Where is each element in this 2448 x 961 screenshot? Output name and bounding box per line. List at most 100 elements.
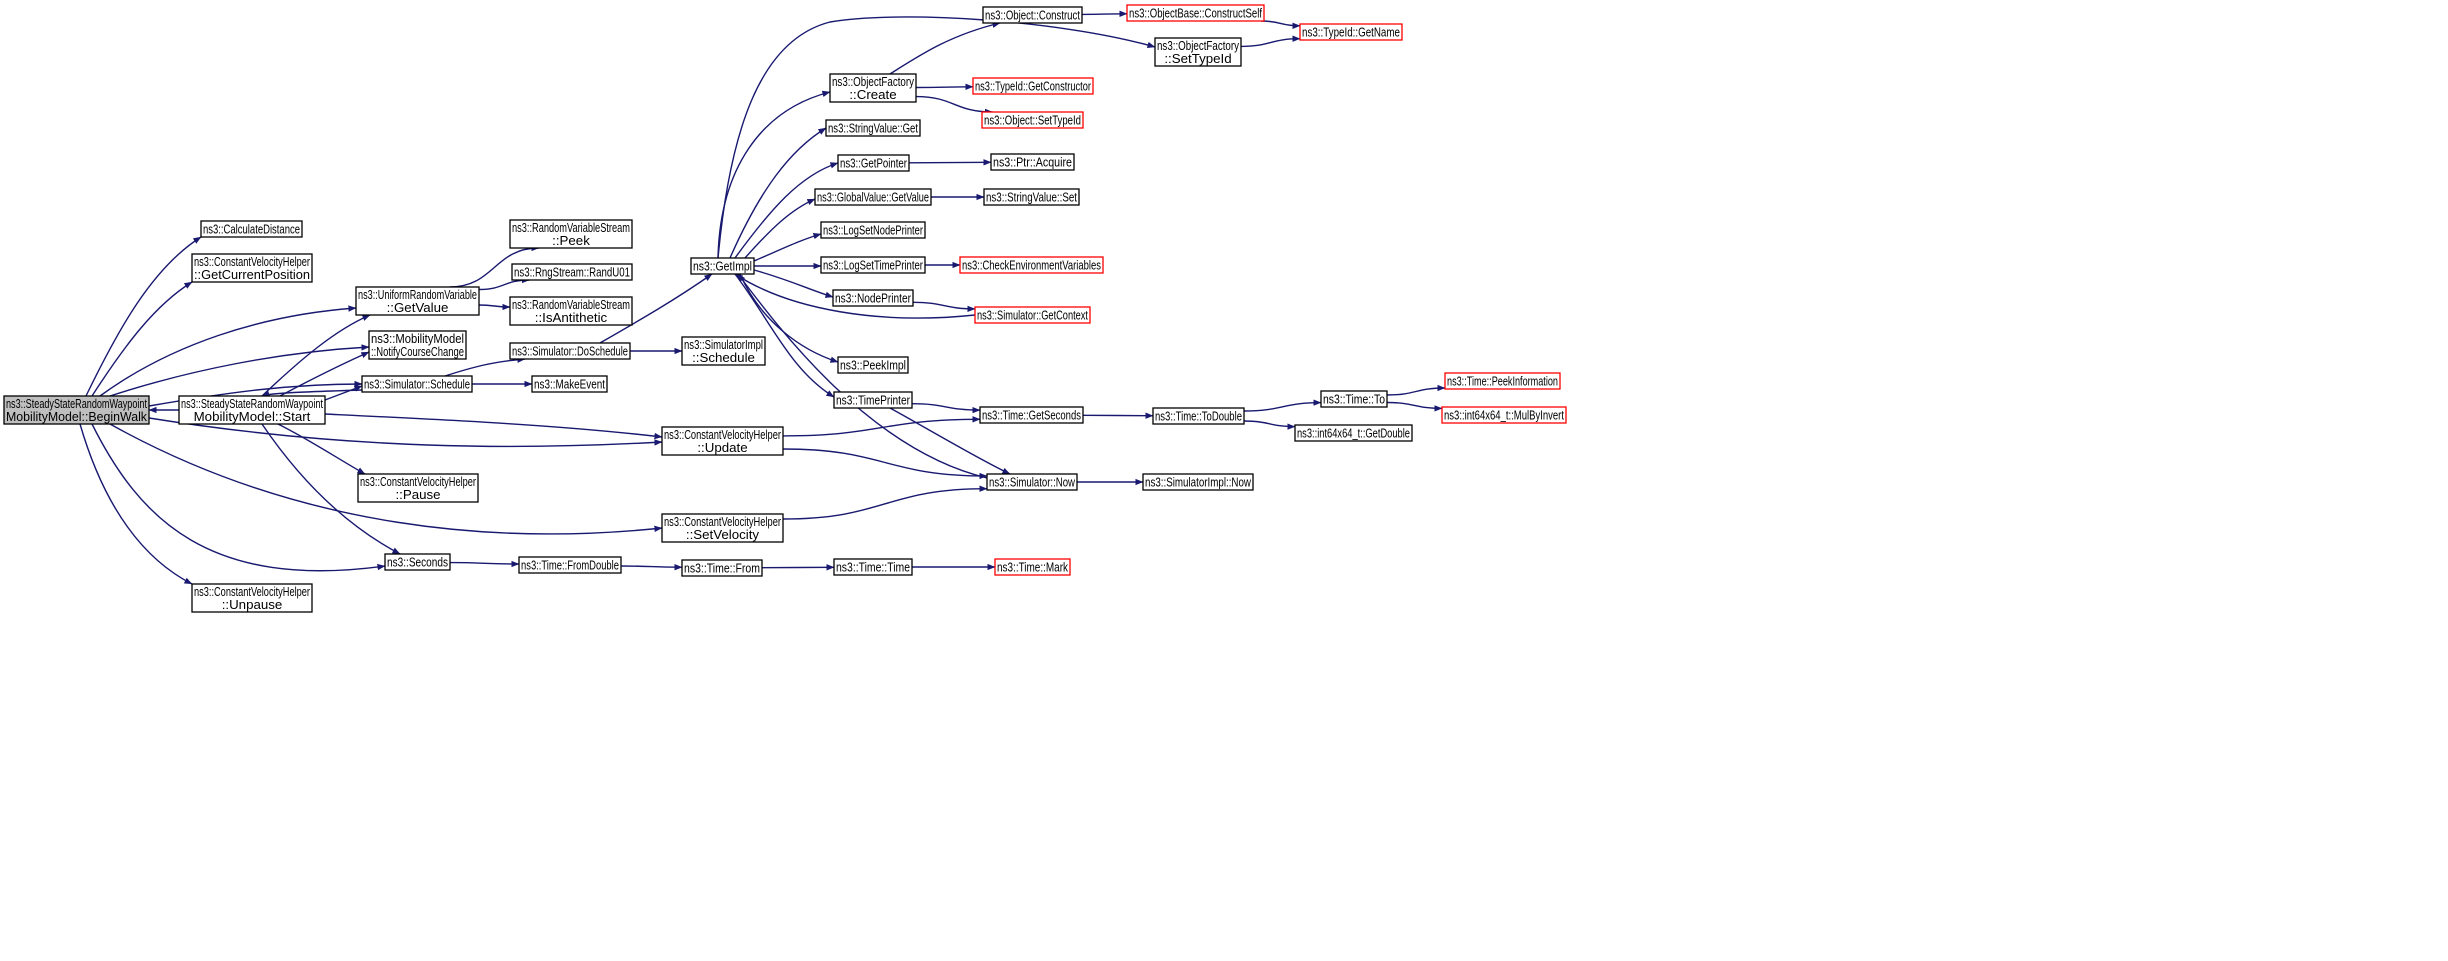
function-node-box xyxy=(829,73,917,103)
call-edge-urv_getvalue-to-rvs_peek xyxy=(449,244,540,288)
function-node-time_to[interactable]: ns3::Time::To xyxy=(1320,390,1388,408)
function-node-box xyxy=(1444,372,1561,390)
function-node-getimpl[interactable]: ns3::GetImpl xyxy=(690,257,755,275)
function-node-box xyxy=(357,473,479,503)
function-node-stringvalue_set[interactable]: ns3::StringValue::Set xyxy=(983,188,1080,206)
function-node-objfactory_create[interactable]: ns3::ObjectFactory::Create xyxy=(829,73,917,103)
call-edge-objfactory_create-to-object_settypeid xyxy=(915,95,993,116)
function-node-box xyxy=(1441,406,1567,424)
function-node-label: ns3::StringValue::Get xyxy=(828,121,918,136)
function-node-object_construct[interactable]: ns3::Object::Construct xyxy=(982,6,1083,24)
call-edge-time_fromdouble-to-time_from xyxy=(620,563,683,571)
call-edge-start-to-seconds xyxy=(261,423,401,555)
function-node-box xyxy=(974,306,1091,324)
function-node-logsettimeprinter[interactable]: ns3::LogSetTimePrinter xyxy=(820,256,926,274)
function-node-peekimpl[interactable]: ns3::PeekImpl xyxy=(837,356,909,374)
function-node-sim_getcontext[interactable]: ns3::Simulator::GetContext xyxy=(974,306,1091,324)
function-node-time_fromdouble[interactable]: ns3::Time::FromDouble xyxy=(518,556,622,574)
function-node-beginwalk[interactable]: ns3::SteadyStateRandomWaypointMobilityMo… xyxy=(3,395,150,425)
function-node-box xyxy=(1152,407,1245,425)
function-node-cvh_update[interactable]: ns3::ConstantVelocityHelper::Update xyxy=(661,426,784,456)
function-node-time_mark[interactable]: ns3::Time::Mark xyxy=(994,558,1071,576)
function-node-mm_notify[interactable]: ns3::MobilityModel::NotifyCourseChange xyxy=(368,330,467,360)
function-node-label: ns3::ConstantVelocityHelper xyxy=(664,427,781,442)
function-node-box xyxy=(981,111,1084,129)
call-edge-time_todouble-to-int64_getdouble xyxy=(1243,420,1296,430)
function-node-stringvalue_get[interactable]: ns3::StringValue::Get xyxy=(825,119,921,137)
function-node-int64_getdouble[interactable]: ns3::int64x64_t::GetDouble xyxy=(1294,424,1413,442)
function-node-objfactory_settypeid[interactable]: ns3::ObjectFactory::SetTypeId xyxy=(1154,37,1242,67)
function-node-label: ns3::NodePrinter xyxy=(835,291,911,306)
function-node-typeid_getname[interactable]: ns3::TypeId::GetName xyxy=(1299,23,1403,41)
function-node-sim_now[interactable]: ns3::Simulator::Now xyxy=(986,473,1078,491)
function-node-label: ns3::ConstantVelocityHelper xyxy=(194,254,310,269)
function-node-label: ns3::ObjectFactory xyxy=(1157,38,1239,53)
function-node-box xyxy=(509,296,633,326)
function-node-sim_schedule[interactable]: ns3::Simulator::Schedule xyxy=(361,375,473,393)
function-node-start[interactable]: ns3::SteadyStateRandomWaypointMobilityMo… xyxy=(178,395,326,425)
call-edge-sim_now-to-getimpl xyxy=(737,273,988,479)
function-node-getpointer[interactable]: ns3::GetPointer xyxy=(837,154,910,172)
function-node-label: ns3::CalculateDistance xyxy=(203,222,300,237)
function-node-calcdist[interactable]: ns3::CalculateDistance xyxy=(200,220,303,238)
function-node-cvh_pause[interactable]: ns3::ConstantVelocityHelper::Pause xyxy=(357,473,479,503)
function-node-logsetnodeprinter[interactable]: ns3::LogSetNodePrinter xyxy=(820,221,926,239)
function-node-simimpl_schedule[interactable]: ns3::SimulatorImpl::Schedule xyxy=(681,336,766,366)
call-edge-timeprinter-to-sim_now xyxy=(889,407,1011,475)
call-edge-start-to-cvh_pause xyxy=(277,423,366,475)
function-node-makeevent[interactable]: ns3::MakeEvent xyxy=(531,375,608,393)
function-node-typeid_getconstructor[interactable]: ns3::TypeId::GetConstructor xyxy=(972,77,1094,95)
function-node-time_from[interactable]: ns3::Time::From xyxy=(681,559,763,577)
function-node-box xyxy=(509,342,631,360)
call-edge-sim_schedule-to-start xyxy=(261,389,363,397)
function-node-time_peekinfo[interactable]: ns3::Time::PeekInformation xyxy=(1444,372,1561,390)
function-node-object_settypeid[interactable]: ns3::Object::SetTypeId xyxy=(981,111,1084,129)
function-node-rvs_peek[interactable]: ns3::RandomVariableStream::Peek xyxy=(509,219,633,249)
function-node-time_todouble[interactable]: ns3::Time::ToDouble xyxy=(1152,407,1245,425)
function-node-box xyxy=(355,286,480,316)
function-node-rng_randu01[interactable]: ns3::RngStream::RandU01 xyxy=(511,263,633,281)
function-node-label: ns3::Time::Time xyxy=(836,560,910,575)
function-node-globalvalue_getvalue[interactable]: ns3::GlobalValue::GetValue xyxy=(814,188,932,206)
function-node-label: ns3::Time::To xyxy=(1323,392,1385,407)
function-node-label: ns3::ObjectFactory xyxy=(832,74,914,89)
function-node-label: ns3::RngStream::RandU01 xyxy=(514,265,630,280)
call-edge-beginwalk-to-calcdist xyxy=(85,236,202,397)
function-node-label: ns3::LogSetTimePrinter xyxy=(823,258,923,273)
function-node-objectbase_constructself[interactable]: ns3::ObjectBase::ConstructSelf xyxy=(1126,4,1265,22)
function-node-box xyxy=(518,556,622,574)
function-node-simimpl_now[interactable]: ns3::SimulatorImpl::Now xyxy=(1142,473,1254,491)
function-node-sim_doschedule[interactable]: ns3::Simulator::DoSchedule xyxy=(509,342,631,360)
call-edge-getimpl-to-getpointer xyxy=(734,162,839,259)
call-edge-start-to-mm_notify xyxy=(279,351,370,397)
function-node-checkenvvars[interactable]: ns3::CheckEnvironmentVariables xyxy=(959,256,1104,274)
function-node-rvs_isanti[interactable]: ns3::RandomVariableStream::IsAntithetic xyxy=(509,296,633,326)
function-node-label: ns3::GlobalValue::GetValue xyxy=(817,190,929,205)
function-node-label: ns3::StringValue::Set xyxy=(986,190,1077,205)
function-node-urv_getvalue[interactable]: ns3::UniformRandomVariable::GetValue xyxy=(355,286,480,316)
function-node-box xyxy=(368,330,467,360)
function-node-box xyxy=(661,426,784,456)
function-node-box xyxy=(1320,390,1388,408)
function-node-box xyxy=(511,263,633,281)
function-node-box xyxy=(982,6,1083,24)
call-edge-objectbase_constructself-to-typeid_getname xyxy=(1260,20,1301,29)
function-node-int64_mulbyinvert[interactable]: ns3::int64x64_t::MulByInvert xyxy=(1441,406,1567,424)
function-node-label: ns3::Time::FromDouble xyxy=(521,558,619,573)
function-node-timeprinter[interactable]: ns3::TimePrinter xyxy=(833,391,913,409)
function-node-box xyxy=(661,513,784,543)
function-node-label: ns3::ConstantVelocityHelper xyxy=(360,474,476,489)
function-node-box xyxy=(959,256,1104,274)
function-node-cvh_getcurpos[interactable]: ns3::ConstantVelocityHelper::GetCurrentP… xyxy=(191,253,313,283)
function-node-label: ::Unpause xyxy=(222,597,283,612)
function-node-box xyxy=(979,406,1084,424)
function-node-nodeprinter[interactable]: ns3::NodePrinter xyxy=(832,289,914,307)
function-node-ptr_acquire[interactable]: ns3::Ptr::Acquire xyxy=(990,153,1075,171)
function-node-label: ns3::SimulatorImpl xyxy=(684,337,763,352)
function-node-time_getseconds[interactable]: ns3::Time::GetSeconds xyxy=(979,406,1084,424)
call-edge-time_to-to-int64_mulbyinvert xyxy=(1386,401,1443,412)
function-node-cvh_unpause[interactable]: ns3::ConstantVelocityHelper::Unpause xyxy=(191,583,313,613)
function-node-seconds[interactable]: ns3::Seconds xyxy=(384,553,451,571)
function-node-cvh_setvel[interactable]: ns3::ConstantVelocityHelper::SetVelocity xyxy=(661,513,784,543)
function-node-time_time[interactable]: ns3::Time::Time xyxy=(833,558,913,576)
